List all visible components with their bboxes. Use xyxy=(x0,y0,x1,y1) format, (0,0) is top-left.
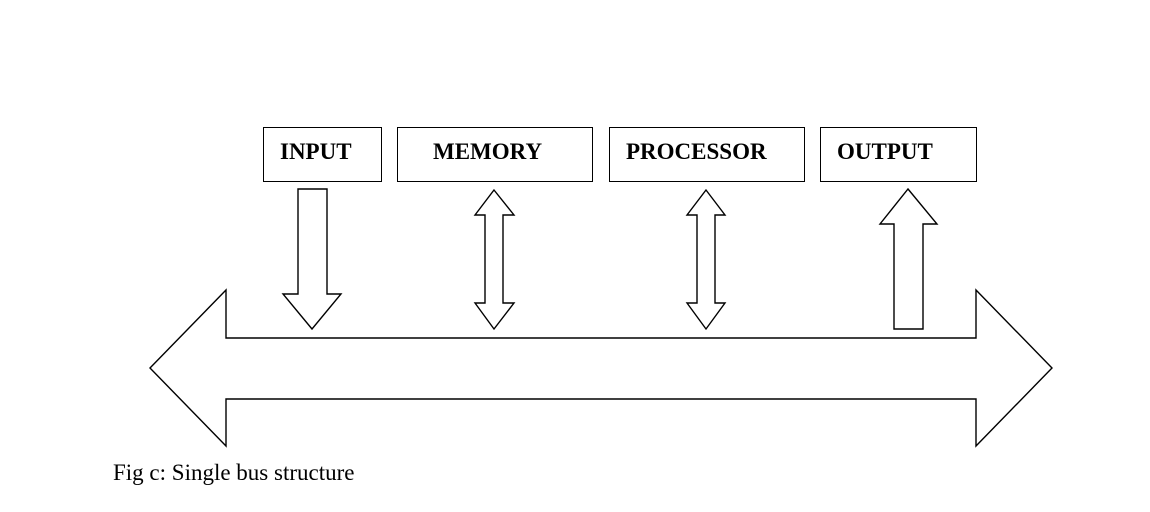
system-bus-arrow xyxy=(149,288,1053,448)
processor-unit-label: PROCESSOR xyxy=(626,139,767,164)
output-unit-label: OUTPUT xyxy=(837,139,933,164)
output-unit-box: OUTPUT xyxy=(820,127,977,182)
memory-bus-bidirectional-arrow xyxy=(473,188,516,331)
bus-to-output-arrow xyxy=(878,187,939,330)
processor-bus-bidirectional-arrow xyxy=(685,188,727,331)
input-to-bus-arrow xyxy=(281,188,343,331)
processor-unit-box: PROCESSOR xyxy=(609,127,805,182)
memory-unit-box: MEMORY xyxy=(397,127,593,182)
figure-caption: Fig c: Single bus structure xyxy=(113,460,355,485)
input-unit-box: INPUT xyxy=(263,127,382,182)
input-unit-label: INPUT xyxy=(280,139,352,164)
memory-unit-label: MEMORY xyxy=(433,139,543,164)
